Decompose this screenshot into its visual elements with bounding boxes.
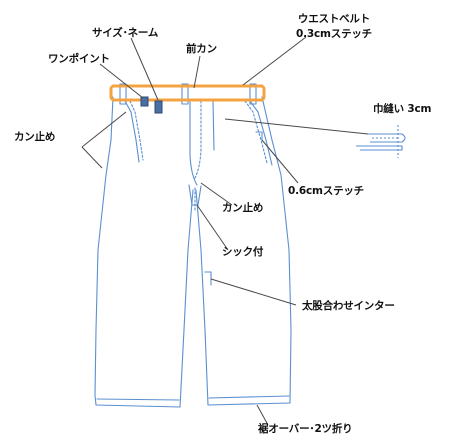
leader-thigh-inseam	[210, 278, 297, 306]
leader-kan-stop-center	[200, 182, 233, 206]
left-leg-inner	[179, 189, 194, 408]
label-waist-belt: ウエストベルト 0.3cmステッチ	[296, 12, 372, 41]
leader-kan-stop-left-a	[81, 111, 127, 148]
right-leg-hem-fold	[208, 395, 290, 399]
left-pocket-opening	[124, 100, 140, 163]
leader-hem-sew	[224, 118, 369, 135]
hem-detail	[356, 125, 406, 158]
size-name-tag	[154, 100, 163, 114]
label-kan-stop-left: カン止め	[14, 131, 56, 143]
left-leg-outer	[94, 96, 114, 406]
belt-loop-right	[249, 83, 257, 105]
belt-loop-center	[181, 83, 189, 105]
hem-detail-inner	[356, 145, 403, 151]
waistband-highlight	[109, 84, 266, 102]
thigh-seam-marker	[204, 271, 212, 286]
label-hem-fold: 裾オーバー･2ツ折り	[258, 423, 353, 435]
label-size-name: サイズ･ネーム	[92, 27, 159, 39]
label-waist-belt-line1: ウエストベルト	[297, 13, 371, 25]
label-thigh-inseam: 太股合わせインター	[302, 300, 395, 312]
callout-lines	[81, 36, 369, 426]
fly-edge	[212, 100, 215, 151]
fly-stitch	[194, 100, 202, 179]
left-pocket-stitch	[129, 100, 144, 161]
leader-hem-fold	[256, 404, 269, 426]
label-waist-belt-line2: 0.3cmステッチ	[296, 27, 372, 40]
label-one-point: ワンポイント	[48, 53, 110, 65]
right-leg-inner	[195, 189, 209, 406]
belt-loop-left	[119, 83, 127, 105]
label-hem-sew: 巾縫い 3cm	[373, 103, 432, 115]
right-leg-hem	[207, 402, 291, 406]
leader-front-kan	[193, 55, 201, 89]
left-leg-hem-fold	[96, 398, 180, 401]
label-shikku: シック付	[222, 246, 264, 258]
leader-one-point	[99, 63, 144, 99]
label-front-kan: 前カン	[186, 43, 217, 55]
leader-size-name	[130, 37, 159, 101]
leader-waist-belt	[242, 36, 307, 86]
right-side-tab	[255, 131, 263, 141]
leader-kan-stop-left-b	[81, 146, 103, 169]
left-leg-hem	[95, 404, 181, 408]
leader-shikku	[196, 204, 229, 251]
one-point-tag	[140, 96, 149, 107]
leader-06-stitch	[261, 139, 299, 184]
right-leg-outer	[261, 96, 292, 404]
right-pocket-stitch	[244, 100, 268, 164]
trousers-outline	[94, 83, 292, 408]
right-pocket-opening	[249, 100, 273, 166]
fly-outer	[189, 100, 198, 186]
hem-detail-fold	[368, 133, 406, 143]
label-06-stitch: 0.6cmステッチ	[288, 185, 364, 197]
label-kan-stop-center: カン止め	[222, 202, 264, 214]
